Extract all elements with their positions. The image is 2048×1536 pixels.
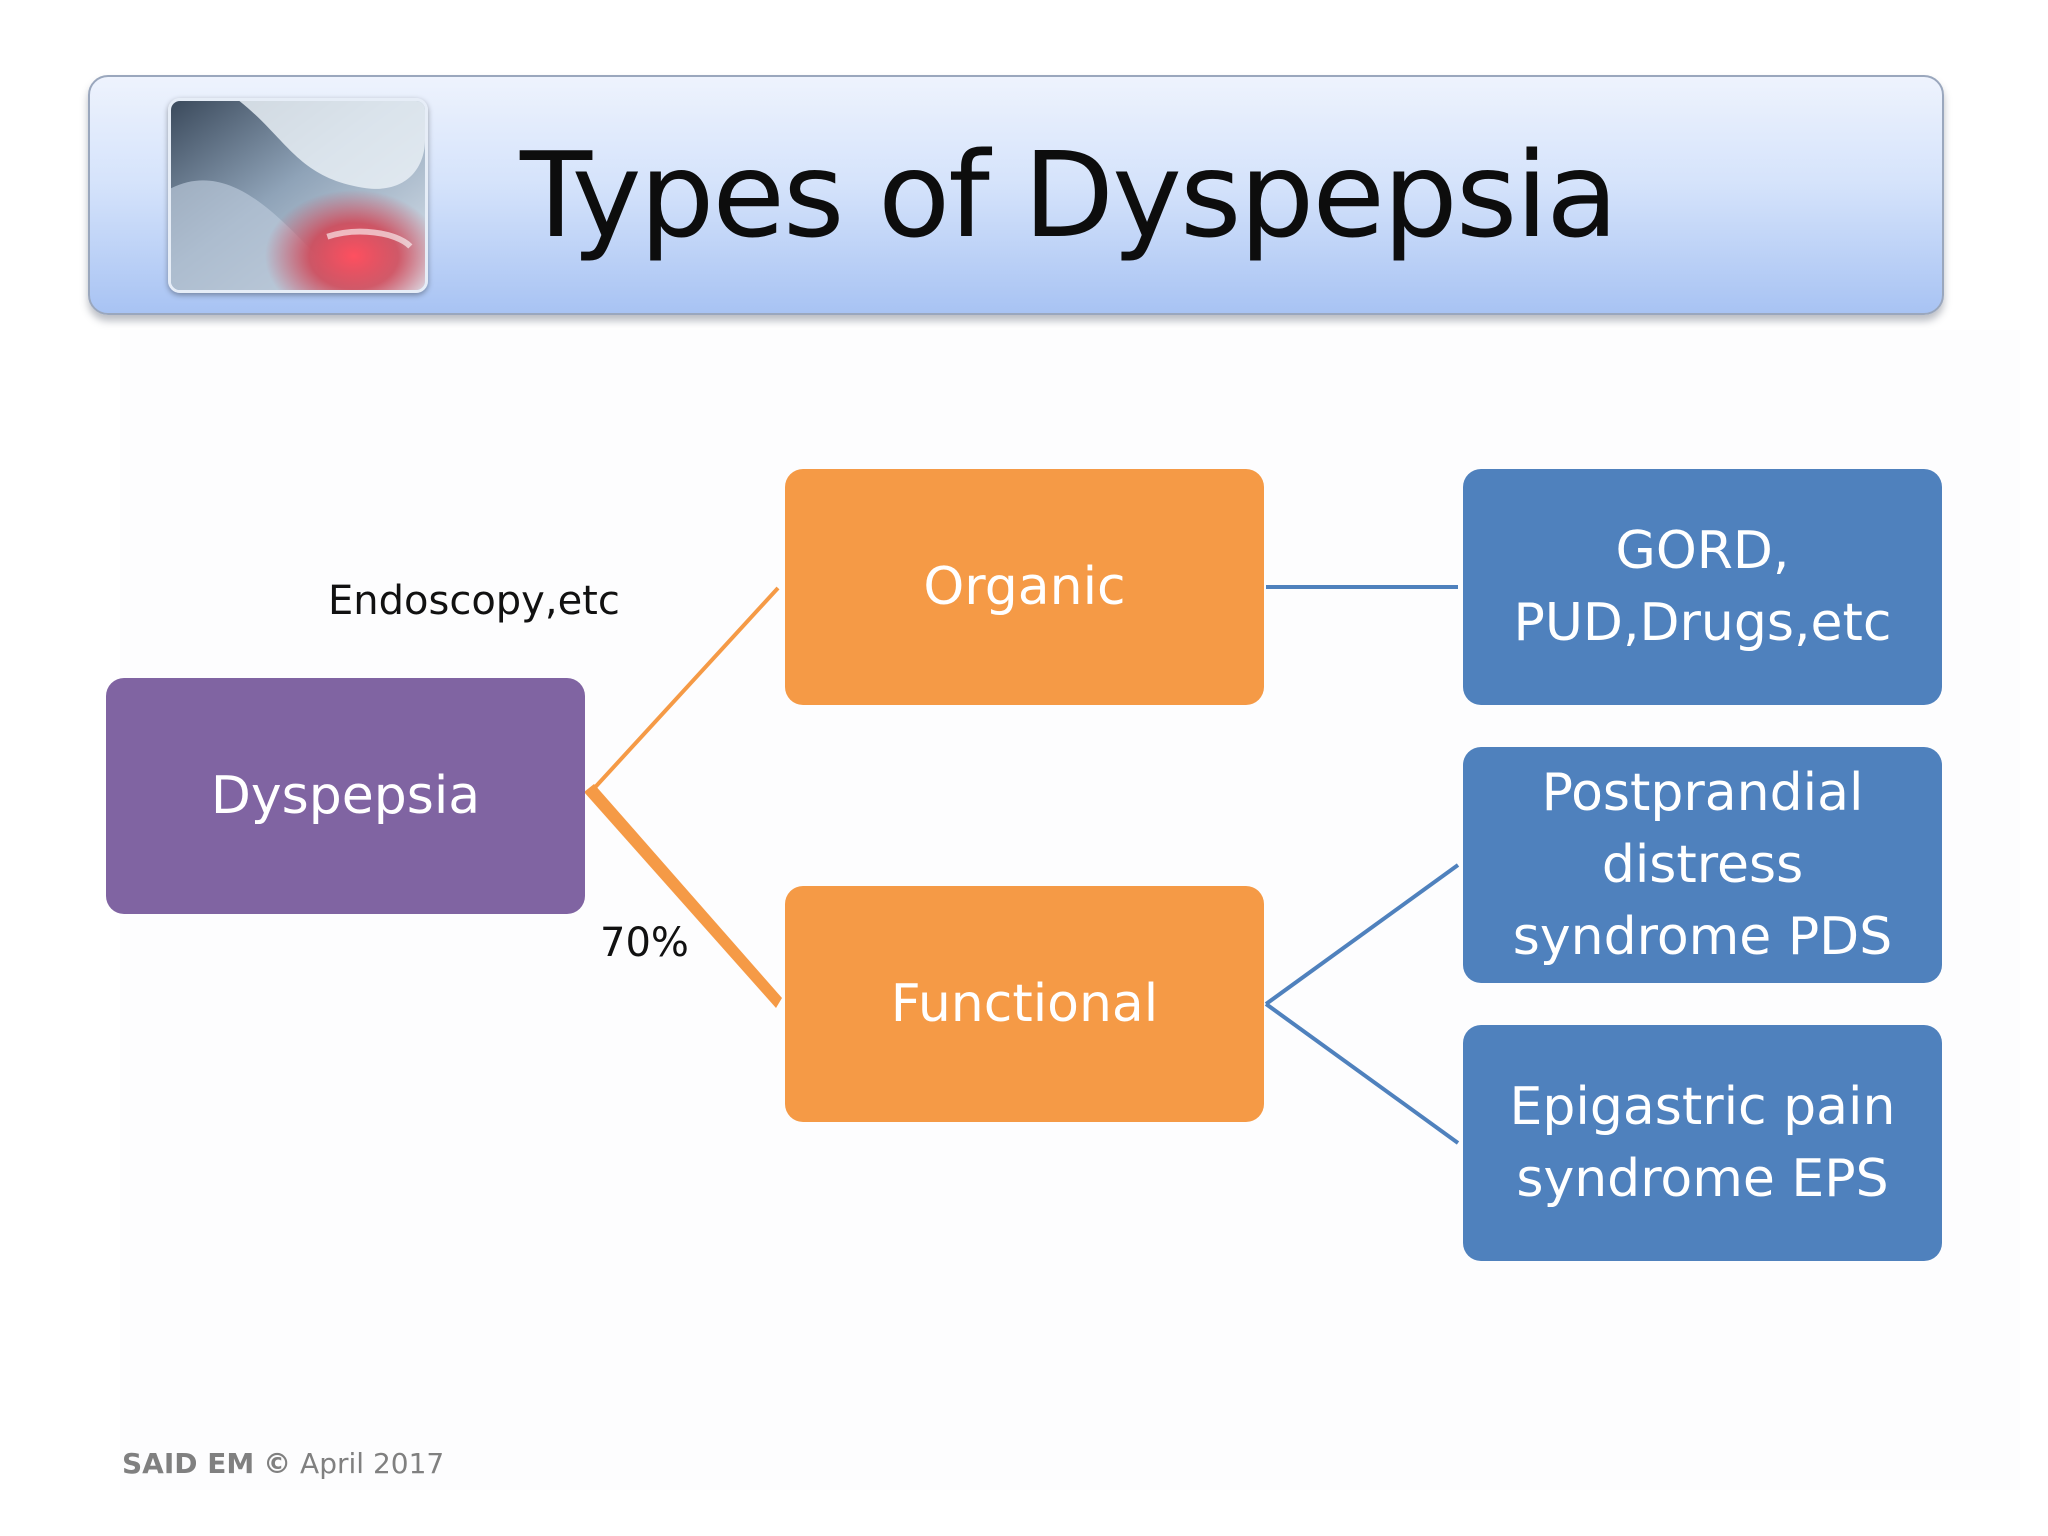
edge-label-endoscopy: Endoscopy,etc (328, 578, 620, 624)
connector-dyspepsia-organic (586, 586, 780, 797)
footer-date: April 2017 (300, 1447, 445, 1480)
node-gord-pud-drugs: GORD, PUD,Drugs,etc (1463, 469, 1942, 705)
node-organic-label: Organic (923, 557, 1126, 617)
footer-copyright-symbol: © (263, 1447, 292, 1480)
slide-title: Types of Dyspepsia (520, 126, 1618, 264)
node-organic: Organic (785, 469, 1264, 705)
connector-functional-eps (1264, 1002, 1460, 1145)
node-eps-label: Epigastric pain syndrome EPS (1509, 1077, 1896, 1209)
node-gord-pud-drugs-label: GORD, PUD,Drugs,etc (1513, 521, 1892, 653)
connector-functional-pds (1264, 863, 1460, 1006)
node-functional: Functional (785, 886, 1264, 1122)
title-thumbnail-image (168, 98, 428, 293)
node-epigastric-pain-syndrome: Epigastric pain syndrome EPS (1463, 1025, 1942, 1261)
node-dyspepsia-label: Dyspepsia (210, 766, 481, 826)
node-dyspepsia: Dyspepsia (106, 678, 585, 914)
node-functional-label: Functional (890, 974, 1159, 1034)
footer: SAID EM © April 2017 (122, 1447, 444, 1480)
footer-author: SAID EM (122, 1447, 255, 1480)
node-postprandial-distress-syndrome: Postprandial distress syndrome PDS (1463, 747, 1942, 983)
connector-dyspepsia-functional (584, 784, 782, 1008)
node-pds-label: Postprandial distress syndrome PDS (1512, 763, 1893, 967)
edge-label-percentage: 70% (600, 920, 689, 966)
